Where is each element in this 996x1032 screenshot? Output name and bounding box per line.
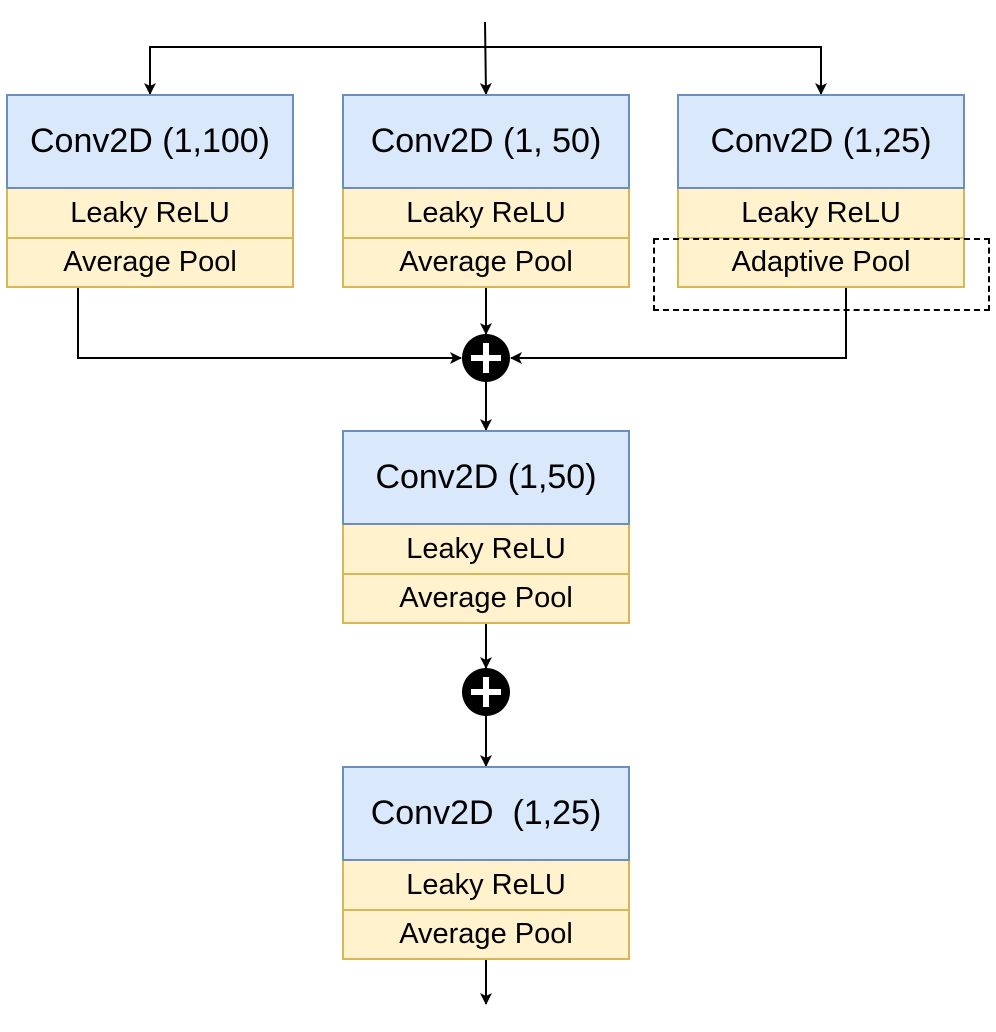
pool-layer-label: Average Pool <box>342 575 630 624</box>
activation-layer-label: Leaky ReLU <box>342 525 630 575</box>
conv-layer-label: Conv2D (1,25) <box>677 94 965 189</box>
merge-left-line <box>77 287 462 364</box>
branch-right-line <box>486 46 827 95</box>
pool-layer-label: Average Pool <box>6 239 294 288</box>
conv-layer-label: Conv2D (1,50) <box>342 430 630 525</box>
conv-block-5: Conv2D (1,25) Leaky ReLU Average Pool <box>342 766 630 960</box>
activation-layer-label: Leaky ReLU <box>6 189 294 239</box>
input-line <box>479 21 492 95</box>
branch-left-line <box>144 46 486 95</box>
conv-layer-label: Conv2D (1,25) <box>342 766 630 861</box>
conv-layer-label: Conv2D (1,100) <box>6 94 294 189</box>
activation-layer-label: Leaky ReLU <box>677 189 965 239</box>
pool-layer-label: Average Pool <box>342 911 630 960</box>
pool-layer-label: Adaptive Pool <box>677 239 965 288</box>
conv-block-4: Conv2D (1,50) Leaky ReLU Average Pool <box>342 430 630 624</box>
conv-block-1: Conv2D (1,100) Leaky ReLU Average Pool <box>6 94 294 288</box>
adaptive-pool-highlight <box>653 238 990 311</box>
activation-layer-label: Leaky ReLU <box>342 189 630 239</box>
sum-node-2 <box>462 668 510 716</box>
conv-block-2: Conv2D (1, 50) Leaky ReLU Average Pool <box>342 94 630 288</box>
conv-block-3: Conv2D (1,25) Leaky ReLU Adaptive Pool <box>677 94 965 288</box>
activation-layer-label: Leaky ReLU <box>342 861 630 911</box>
sum-node-1 <box>462 334 510 382</box>
pool-layer-label: Average Pool <box>342 239 630 288</box>
conv-layer-label: Conv2D (1, 50) <box>342 94 630 189</box>
